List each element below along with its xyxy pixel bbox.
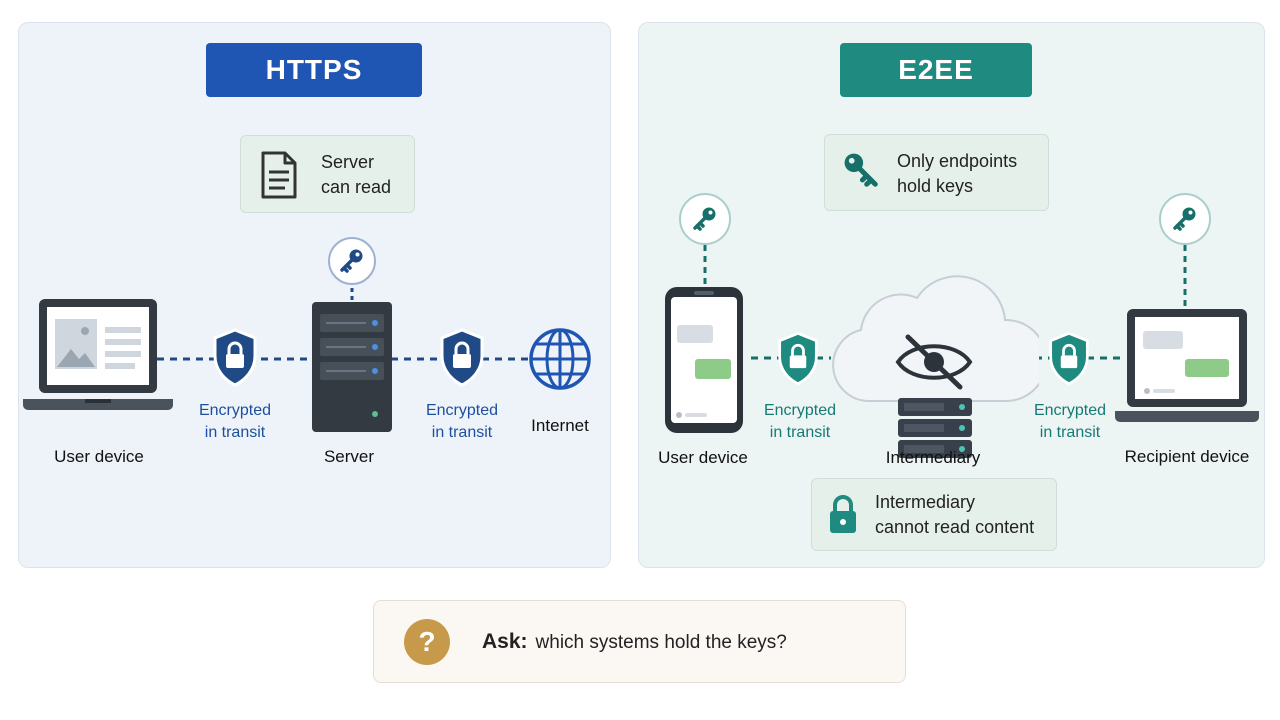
https-panel: HTTPS Server can read — [18, 22, 611, 568]
server-label: Server — [323, 447, 375, 466]
shield-lock-icon — [211, 328, 259, 393]
ask-question: which systems hold the keys? — [535, 631, 787, 653]
ask-prefix: Ask: — [482, 629, 528, 653]
https-connection-lines — [157, 288, 531, 361]
e2ee-title: E2EE — [840, 43, 1032, 97]
internet-label: Internet — [531, 416, 589, 435]
cannot-read-note: Intermediary cannot read content — [811, 478, 1057, 551]
shield-lock-icon — [438, 328, 486, 393]
question-icon: ? — [404, 618, 450, 665]
globe-icon — [528, 327, 592, 396]
ask-text: Ask: which systems hold the keys? — [482, 630, 787, 654]
https-title-text: HTTPS — [265, 54, 363, 85]
user-device-label: User device — [54, 447, 144, 466]
ask-question-box: ? Ask: which systems hold the keys? — [373, 600, 906, 683]
lock-icon — [828, 495, 858, 542]
transit-left-label: Encrypted in transit — [763, 402, 837, 441]
server-can-read-text: Server can read — [321, 152, 392, 197]
user-key-badge — [679, 193, 731, 245]
eye-slash-icon — [894, 333, 974, 396]
cannot-read-text: Intermediary cannot read content — [875, 492, 1035, 537]
server-key-badge — [328, 237, 376, 285]
phone-icon — [663, 285, 745, 440]
document-icon — [259, 150, 299, 207]
e2ee-panel: E2EE Only endpoints hold keys — [638, 22, 1265, 568]
laptop-icon — [1115, 307, 1259, 430]
only-endpoints-note: Only endpoints hold keys — [824, 134, 1049, 211]
laptop-icon — [23, 297, 173, 427]
e2ee-title-text: E2EE — [898, 54, 974, 85]
key-icon — [340, 249, 363, 273]
server-icon — [312, 302, 392, 437]
intermediary-label: Intermediary — [885, 448, 981, 467]
https-title: HTTPS — [206, 43, 422, 97]
transit-right-label: Encrypted in transit — [425, 402, 499, 441]
transit-left-label: Encrypted in transit — [198, 402, 272, 441]
key-icon — [1173, 207, 1196, 231]
server-can-read-note: Server can read — [240, 135, 415, 213]
question-mark: ? — [418, 625, 436, 657]
user-device-label: User device — [658, 448, 748, 467]
key-icon — [693, 207, 716, 231]
key-icon — [841, 150, 881, 197]
transit-right-label: Encrypted in transit — [1033, 402, 1107, 441]
recipient-device-label: Recipient device — [1124, 447, 1250, 466]
recipient-key-badge — [1159, 193, 1211, 245]
only-endpoints-text: Only endpoints hold keys — [897, 151, 1018, 196]
shield-lock-icon — [776, 331, 820, 392]
intermediary-server-icon — [896, 396, 974, 465]
shield-lock-icon — [1047, 331, 1091, 392]
